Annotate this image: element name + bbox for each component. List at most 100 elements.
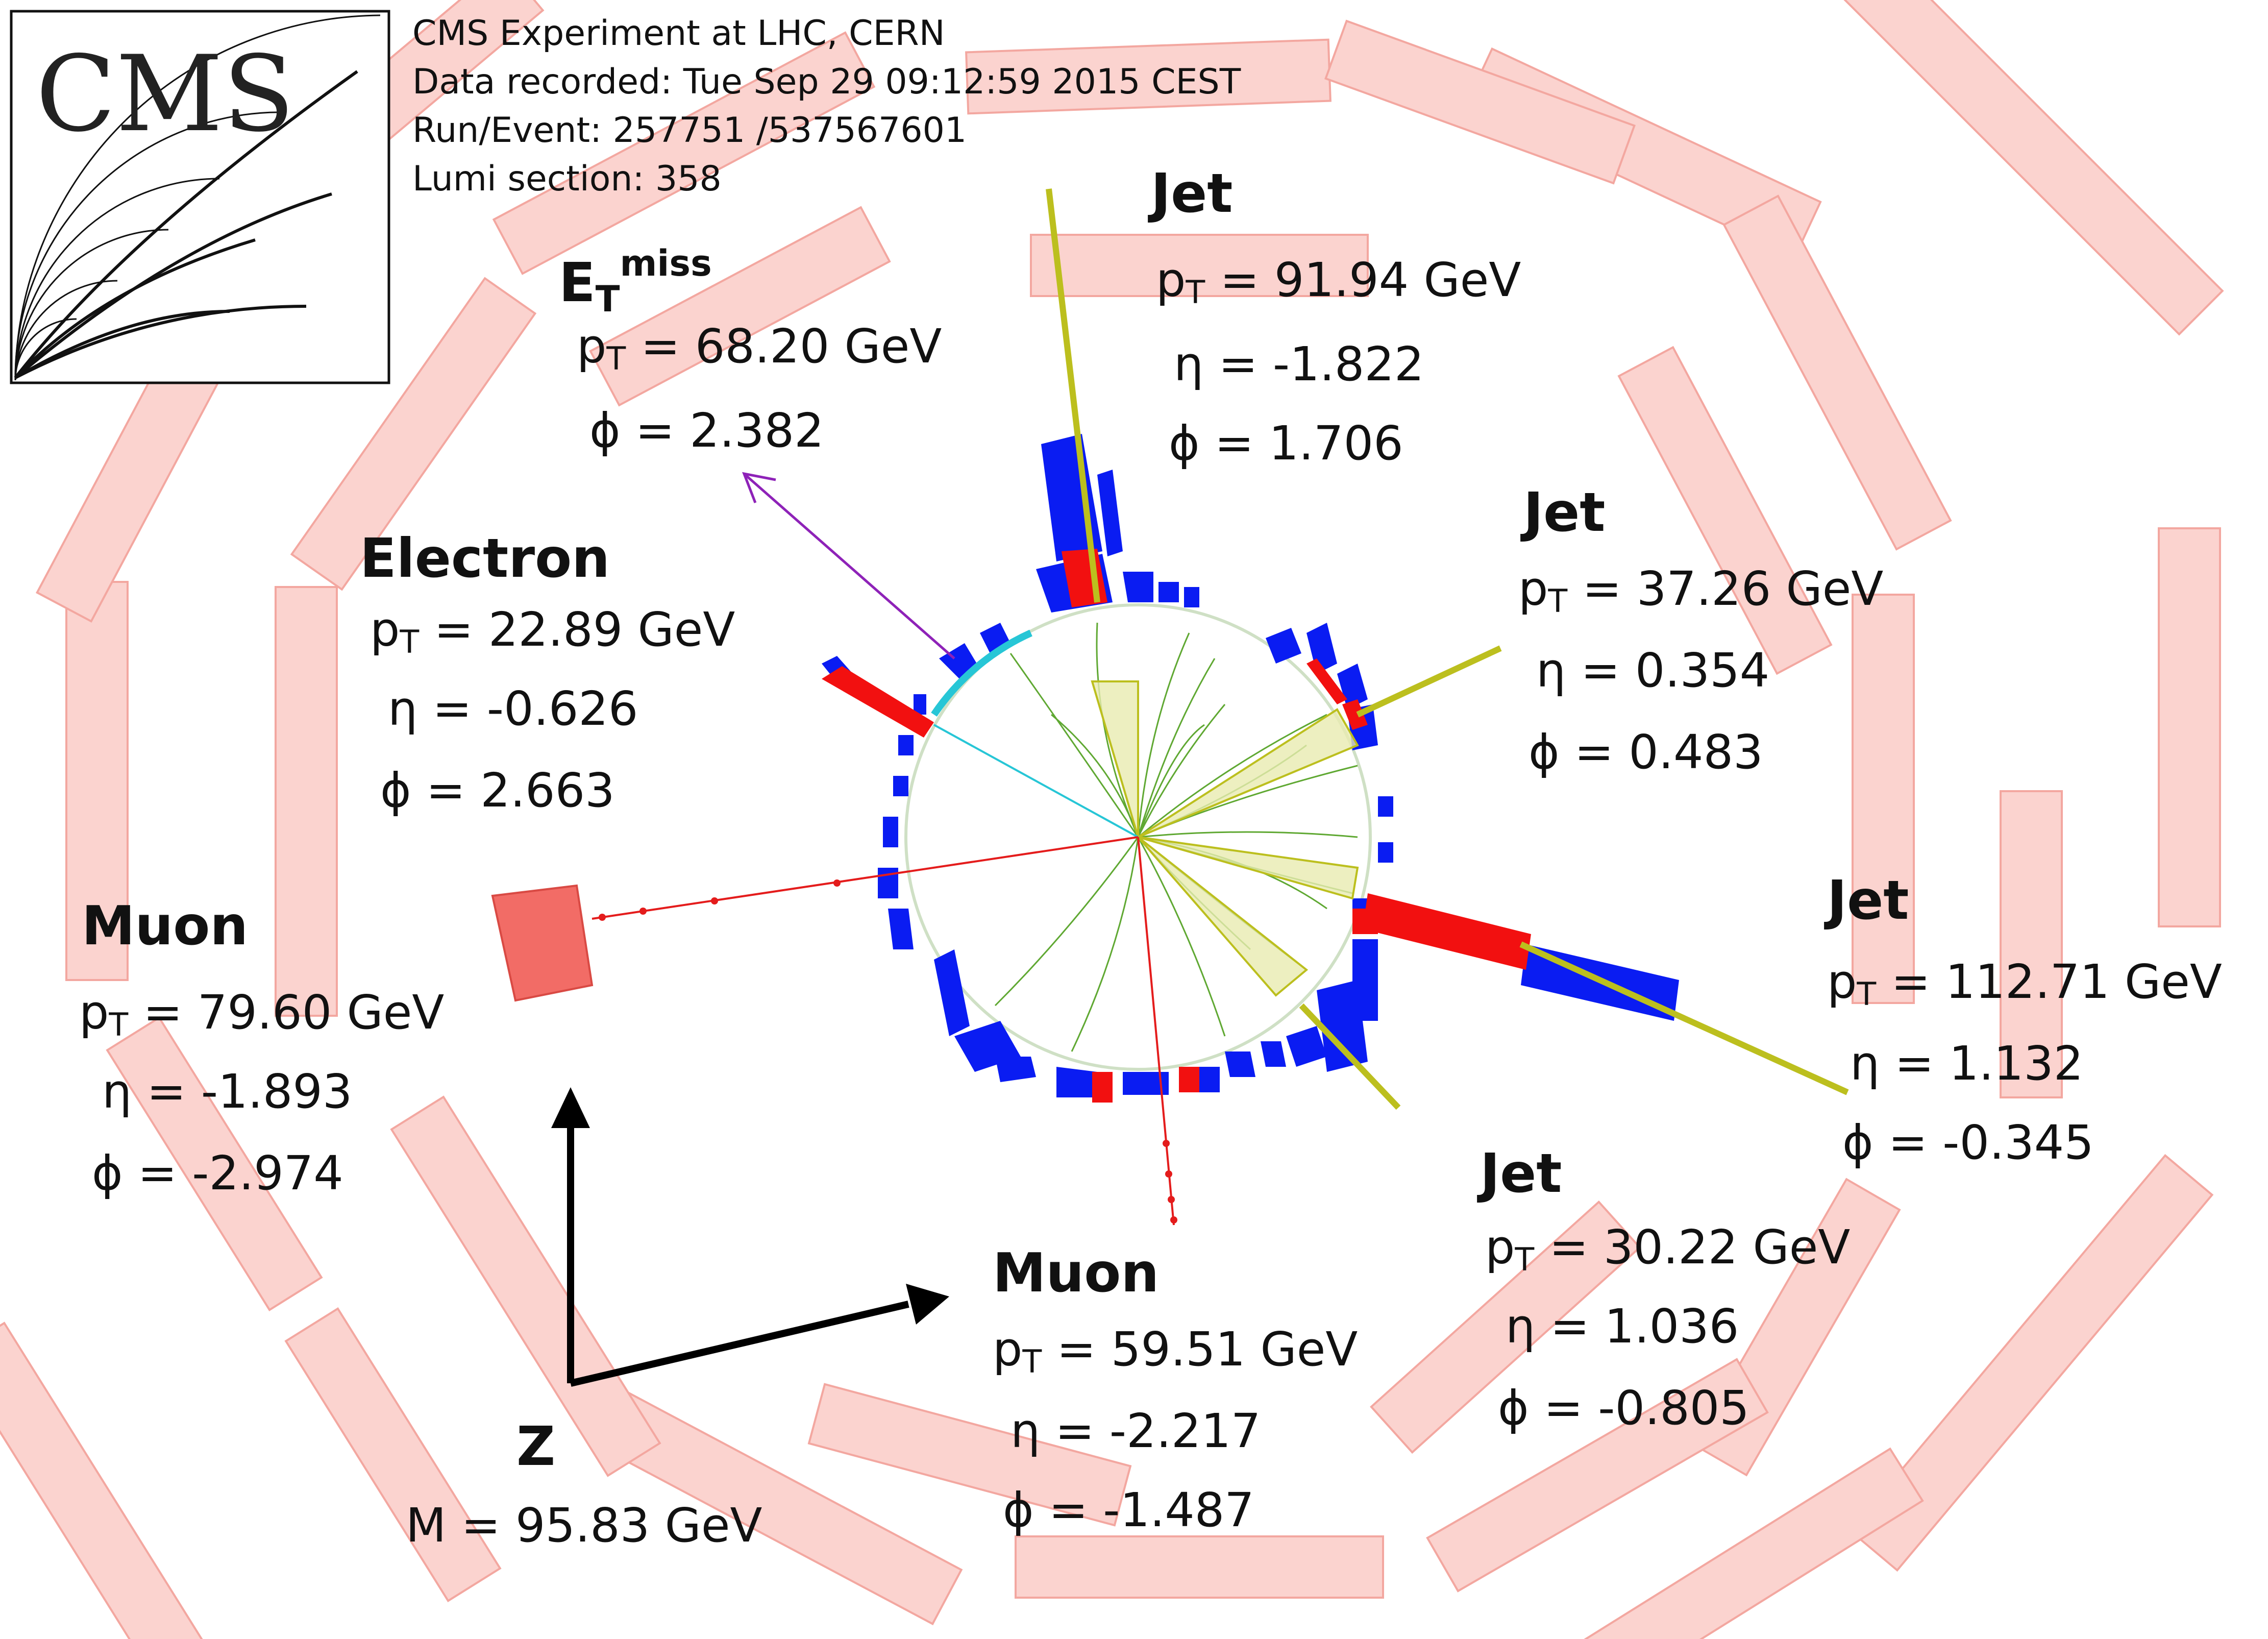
electron-title: Electron xyxy=(360,527,610,590)
chamber xyxy=(1015,1535,1384,1599)
z-mass: M = 95.83 GeV xyxy=(406,1498,762,1553)
jet2-eta: η = 0.354 xyxy=(1536,643,1769,698)
tracker-boundary xyxy=(904,603,1372,1071)
svg-text:pT = 91.94 GeV: pT = 91.94 GeV xyxy=(1156,253,1521,311)
jet4-label: Jet pT = 30.22 GeV η = 1.036 ϕ = -0.805 xyxy=(1477,1142,1850,1435)
electron-pt-sub: T xyxy=(399,623,420,661)
jet4-pt-value: = 30.22 GeV xyxy=(1534,1220,1850,1275)
muon2-pt-symbol: p xyxy=(993,1322,1022,1377)
chamber xyxy=(1324,19,1636,185)
chamber xyxy=(2000,790,2063,1098)
met-title-sub: T xyxy=(596,278,620,320)
jet1-title: Jet xyxy=(1148,162,1232,225)
chamber xyxy=(1577,1447,1924,1639)
met-title: E xyxy=(559,252,596,314)
chamber xyxy=(1426,1358,1769,1593)
met-pt-sub: T xyxy=(606,340,626,377)
lumi-label: Lumi section: 358 xyxy=(412,159,722,199)
axes-arrows xyxy=(551,1087,949,1387)
electron-pt-symbol: p xyxy=(370,602,400,657)
chamber xyxy=(1617,346,1833,675)
ecal-deposits xyxy=(822,549,1531,1103)
jet-cones xyxy=(1091,680,1359,997)
chamber xyxy=(0,1322,233,1639)
muon1-phi: ϕ = -2.974 xyxy=(92,1146,343,1201)
muon2-eta: η = -2.217 xyxy=(1010,1404,1261,1458)
muon-tracks xyxy=(591,836,1175,1226)
svg-text:pT = 59.51 GeV: pT = 59.51 GeV xyxy=(993,1322,1358,1380)
jet2-label: Jet pT = 37.26 GeV η = 0.354 ϕ = 0.483 xyxy=(1518,481,1883,779)
muon1-title: Muon xyxy=(82,895,248,957)
muon-hits xyxy=(599,879,1177,1224)
jet1-pt-sub: T xyxy=(1185,274,1205,311)
jet2-pt-value: = 37.26 GeV xyxy=(1567,561,1883,616)
chamber xyxy=(1370,1200,1641,1454)
recorded-label: Data recorded: Tue Sep 29 09:12:59 2015 … xyxy=(412,62,1241,102)
met-pt-symbol: p xyxy=(577,319,606,374)
chamber xyxy=(2158,527,2221,927)
chamber xyxy=(807,1383,1132,1527)
chamber xyxy=(1852,594,1915,1004)
muon1-label: Muon pT = 79.60 GeV η = -1.893 ϕ = -2.97… xyxy=(79,895,444,1201)
jet2-pt-sub: T xyxy=(1547,582,1568,620)
muon2-pt-value: = 59.51 GeV xyxy=(1042,1322,1358,1377)
jet3-pt-value: = 112.71 GeV xyxy=(1876,955,2222,1009)
svg-text:pT = 37.26 GeV: pT = 37.26 GeV xyxy=(1518,561,1883,620)
jet3-pt-sub: T xyxy=(1856,975,1877,1013)
svg-text:pT = 112.71 GeV: pT = 112.71 GeV xyxy=(1827,955,2222,1013)
muon1-pt-sub: T xyxy=(108,1006,129,1043)
experiment-label: CMS Experiment at LHC, CERN xyxy=(412,13,945,54)
jet2-title: Jet xyxy=(1520,481,1605,544)
detector-core xyxy=(491,188,1849,1226)
jet1-eta: η = -1.822 xyxy=(1174,337,1424,392)
svg-text:pT = 30.22 GeV: pT = 30.22 GeV xyxy=(1485,1220,1850,1278)
jet4-eta: η = 1.036 xyxy=(1506,1299,1739,1354)
electron-pt-value: = 22.89 GeV xyxy=(419,602,735,657)
muon2-label: Muon pT = 59.51 GeV η = -2.217 ϕ = -1.48… xyxy=(993,1242,1358,1537)
jet-axes xyxy=(1046,188,1849,1110)
met-label: ETmiss pT = 68.20 GeV ϕ = 2.382 xyxy=(559,242,942,458)
jet2-pt-symbol: p xyxy=(1518,561,1548,616)
svg-text:pT = 68.20 GeV: pT = 68.20 GeV xyxy=(577,319,942,377)
muon-chamber-hit xyxy=(491,884,594,1002)
chamber xyxy=(275,586,338,1017)
met-arrowhead xyxy=(742,472,776,503)
met-arrow xyxy=(744,474,955,659)
jet3-title: Jet xyxy=(1824,869,1909,932)
svg-text:pT = 79.60 GeV: pT = 79.60 GeV xyxy=(79,985,444,1043)
muon2-phi: ϕ = -1.487 xyxy=(1003,1483,1254,1537)
jet4-phi: ϕ = -0.805 xyxy=(1498,1381,1749,1435)
muon1-pt-value: = 79.60 GeV xyxy=(128,985,444,1040)
jet1-phi: ϕ = 1.706 xyxy=(1169,416,1403,471)
cms-logo: CMS xyxy=(10,10,390,384)
muon2-pt-sub: T xyxy=(1022,1343,1042,1380)
chamber xyxy=(1722,194,1952,551)
electron-ecal-arc xyxy=(931,629,1032,717)
met-phi: ϕ = 2.382 xyxy=(589,403,824,458)
chamber xyxy=(290,277,537,591)
muon2-title: Muon xyxy=(993,1242,1159,1304)
jet4-pt-sub: T xyxy=(1514,1241,1535,1278)
jet4-title: Jet xyxy=(1477,1142,1562,1205)
electron-label: Electron pT = 22.89 GeV η = -0.626 ϕ = 2… xyxy=(360,527,735,818)
jet4-pt-symbol: p xyxy=(1485,1220,1515,1275)
jet1-pt-symbol: p xyxy=(1156,253,1186,307)
jet3-phi: ϕ = -0.345 xyxy=(1842,1115,2094,1170)
cms-logo-text: CMS xyxy=(36,34,294,155)
jet3-label: Jet pT = 112.71 GeV η = 1.132 ϕ = -0.345 xyxy=(1824,869,2222,1170)
muon1-pt-symbol: p xyxy=(79,985,109,1040)
chamber xyxy=(492,31,876,275)
met-pt-value: = 68.20 GeV xyxy=(626,319,942,374)
electron-eta: η = -0.626 xyxy=(388,681,638,736)
chamber xyxy=(1030,234,1369,297)
chamber xyxy=(1848,1154,2214,1572)
chamber xyxy=(589,206,891,407)
header: CMS Experiment at LHC, CERN Data recorde… xyxy=(412,13,1241,199)
svg-text:pT = 22.89 GeV: pT = 22.89 GeV xyxy=(370,602,735,661)
chamber xyxy=(106,1016,323,1311)
z-label: Z M = 95.83 GeV xyxy=(406,1415,762,1553)
svg-text:ETmiss: ETmiss xyxy=(559,242,712,320)
jet3-eta: η = 1.132 xyxy=(1850,1036,2083,1091)
jet3-pt-symbol: p xyxy=(1827,955,1857,1009)
